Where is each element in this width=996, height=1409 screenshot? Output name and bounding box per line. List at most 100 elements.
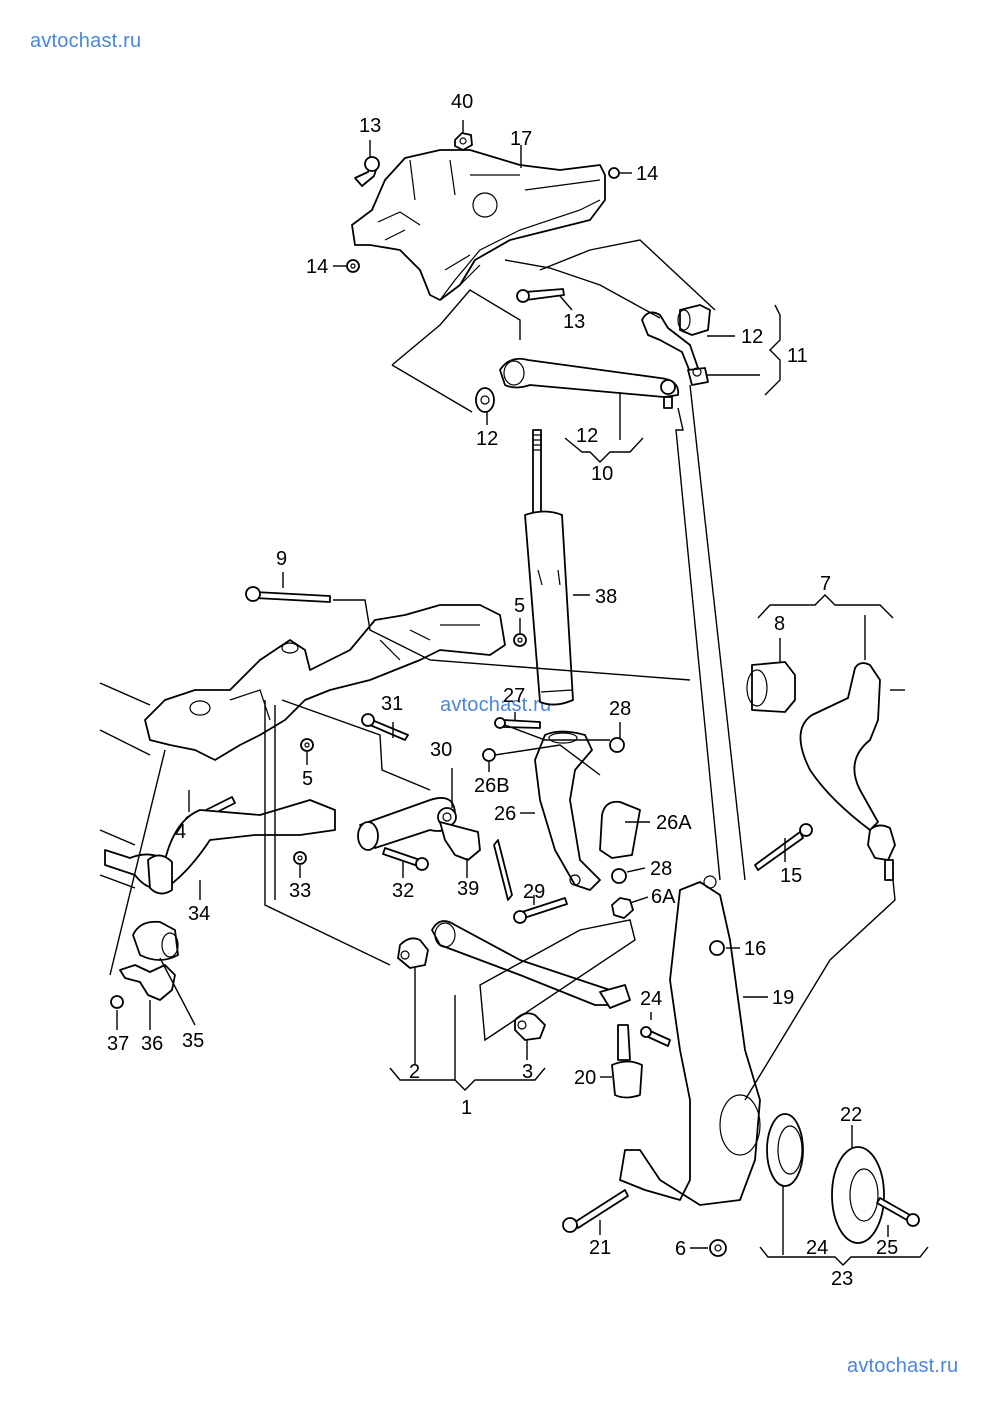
label-12: 12 <box>476 428 498 450</box>
label-21: 21 <box>589 1237 611 1259</box>
label-6A: 6A <box>651 886 676 908</box>
label-20: 20 <box>574 1067 596 1089</box>
label-7: 7 <box>820 573 831 595</box>
ball-joint-20 <box>611 1024 643 1099</box>
bolt-24-upper <box>640 1026 671 1047</box>
label-29: 29 <box>523 881 545 903</box>
label-13: 13 <box>359 115 381 137</box>
bracket-7 <box>757 594 894 619</box>
label-24: 24 <box>640 988 662 1010</box>
bolt-15 <box>754 823 813 871</box>
nut-6A <box>611 897 634 919</box>
nut-16 <box>709 940 725 956</box>
label-9: 9 <box>276 548 287 570</box>
label-10: 10 <box>591 463 613 485</box>
bolt-13-lower <box>516 288 565 303</box>
label-28: 28 <box>609 698 631 720</box>
label-34: 34 <box>188 903 210 925</box>
label-24: 24 <box>806 1237 828 1259</box>
bolt-27 <box>494 717 541 729</box>
wheel-hub-22 <box>831 1146 885 1244</box>
clamp-36 <box>119 964 176 1001</box>
label-27: 27 <box>503 685 525 707</box>
bracket-11 <box>764 304 781 396</box>
pad-26A <box>599 800 641 859</box>
label-33: 33 <box>289 880 311 902</box>
label-14: 14 <box>306 256 328 278</box>
label-6: 6 <box>675 1238 686 1260</box>
label-16: 16 <box>744 938 766 960</box>
link-30 <box>357 797 457 851</box>
label-2: 2 <box>409 1061 420 1083</box>
label-26A: 26A <box>656 812 692 834</box>
nut-6 <box>709 1239 727 1257</box>
bracket-10 <box>564 437 644 463</box>
label-13: 13 <box>563 311 585 333</box>
bolt-29 <box>513 897 568 924</box>
label-35: 35 <box>182 1030 204 1052</box>
label-26B: 26B <box>474 775 510 797</box>
wheel-bearing-24 <box>766 1113 804 1187</box>
bolt-9 <box>245 586 331 603</box>
label-38: 38 <box>595 586 617 608</box>
nut-40 <box>454 132 473 151</box>
label-30: 30 <box>430 739 452 761</box>
part-labels: 40 13 17 14 14 13 12 11 12 12 10 9 5 38 … <box>107 91 898 1290</box>
nut-14-left <box>346 259 360 273</box>
nut-5-upper <box>513 633 527 647</box>
nut-37 <box>110 995 124 1009</box>
wishbone-7 <box>799 662 896 881</box>
label-8: 8 <box>774 613 785 635</box>
bushing-12-left <box>475 387 495 413</box>
bushing-35 <box>132 920 179 961</box>
bracket-23 <box>759 1246 929 1266</box>
label-39: 39 <box>457 878 479 900</box>
lower-arm-1 <box>397 920 631 1041</box>
bolt-13-top <box>354 156 380 187</box>
washer-28-lower <box>611 868 627 884</box>
label-17: 17 <box>510 128 532 150</box>
watermark-middle: avtochast.ru <box>440 694 552 716</box>
nut-5-lower <box>300 738 314 752</box>
label-28: 28 <box>650 858 672 880</box>
label-15: 15 <box>780 865 802 887</box>
label-5: 5 <box>514 595 525 617</box>
stabilizer-bar-34 <box>104 799 336 895</box>
upper-arm-11 <box>641 304 711 386</box>
watermark-bottom-right: avtochast.ru <box>847 1355 959 1377</box>
bolt-32 <box>382 847 429 871</box>
nut-28-upper <box>609 737 625 753</box>
swivel-carrier-26 <box>534 730 601 891</box>
label-26: 26 <box>494 803 516 825</box>
coupling-rod <box>675 384 746 881</box>
watermark-top-left: avtochast.ru <box>30 30 142 52</box>
wheel-bearing-housing-19 <box>619 875 761 1206</box>
label-12: 12 <box>741 326 763 348</box>
subframe-part <box>144 604 506 761</box>
label-23: 23 <box>831 1268 853 1290</box>
bolt-25 <box>876 1197 920 1227</box>
label-31: 31 <box>381 693 403 715</box>
label-36: 36 <box>141 1033 163 1055</box>
nut-14-right <box>608 167 620 179</box>
label-40: 40 <box>451 91 473 113</box>
label-12: 12 <box>576 425 598 447</box>
label-11: 11 <box>787 345 808 367</box>
nut-26B <box>482 748 496 762</box>
label-37: 37 <box>107 1033 129 1055</box>
label-25: 25 <box>876 1237 898 1259</box>
nut-33 <box>293 851 307 865</box>
label-14: 14 <box>636 163 658 185</box>
leader-lines <box>99 120 929 1266</box>
label-3: 3 <box>522 1061 533 1083</box>
bushing-8 <box>746 661 796 713</box>
label-32: 32 <box>392 880 414 902</box>
bolt-31 <box>361 713 409 741</box>
bracket-1 <box>389 1067 546 1091</box>
bracket-39 <box>439 821 513 901</box>
label-22: 22 <box>840 1104 862 1126</box>
bolt-21 <box>562 1189 629 1233</box>
shock-absorber-38 <box>524 429 574 706</box>
crossmember-part <box>351 149 606 301</box>
